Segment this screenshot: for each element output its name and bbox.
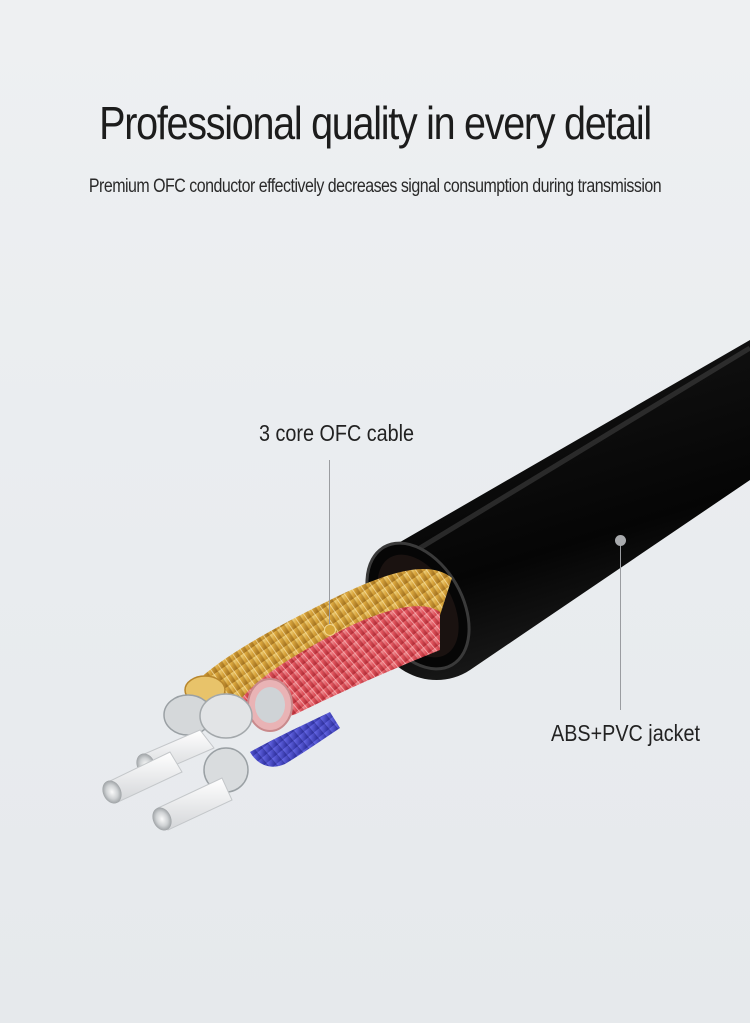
jacket-label: ABS+PVC jacket — [551, 720, 700, 746]
jacket-callout-dot — [615, 535, 626, 546]
core-callout-line — [329, 460, 330, 630]
core-cable-label: 3 core OFC cable — [259, 420, 415, 446]
red-strands — [240, 606, 440, 718]
page-title: Professional quality in every detail — [99, 97, 652, 149]
page-subtitle: Premium OFC conductor effectively decrea… — [88, 176, 662, 197]
jacket-callout-line — [620, 542, 621, 710]
inner-wires — [102, 729, 233, 831]
core-callout-dot — [324, 624, 336, 636]
cable-jacket — [368, 340, 750, 680]
gold-strands — [188, 569, 452, 701]
blue-strands — [250, 712, 340, 767]
